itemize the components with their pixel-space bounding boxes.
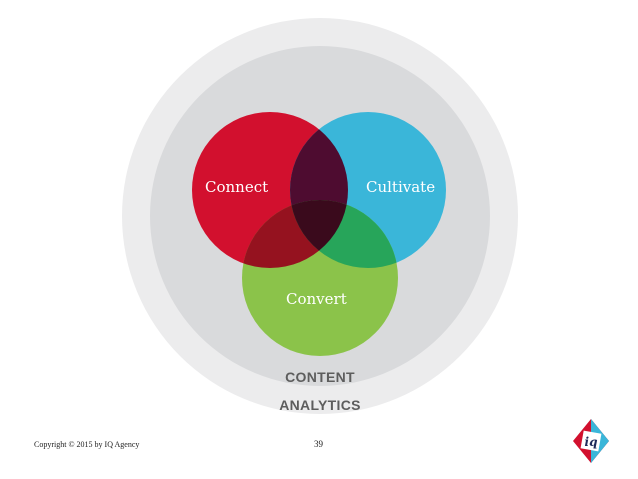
content-ring-label: CONTENT bbox=[285, 369, 355, 385]
cultivate-convert-overlap bbox=[290, 200, 398, 268]
logo-tile bbox=[580, 430, 602, 452]
analytics-ring-label: ANALYTICS bbox=[279, 397, 361, 413]
connect-label: Connect bbox=[205, 178, 268, 196]
convert-label: Convert bbox=[286, 290, 347, 308]
connect-convert-overlap bbox=[242, 200, 348, 268]
cultivate-label: Cultivate bbox=[366, 178, 435, 196]
page-number: 39 bbox=[314, 439, 323, 449]
iq-agency-logo: iq bbox=[573, 419, 609, 463]
copyright-text: Copyright © 2015 by IQ Agency bbox=[34, 440, 140, 449]
logo-text: iq bbox=[585, 435, 598, 449]
